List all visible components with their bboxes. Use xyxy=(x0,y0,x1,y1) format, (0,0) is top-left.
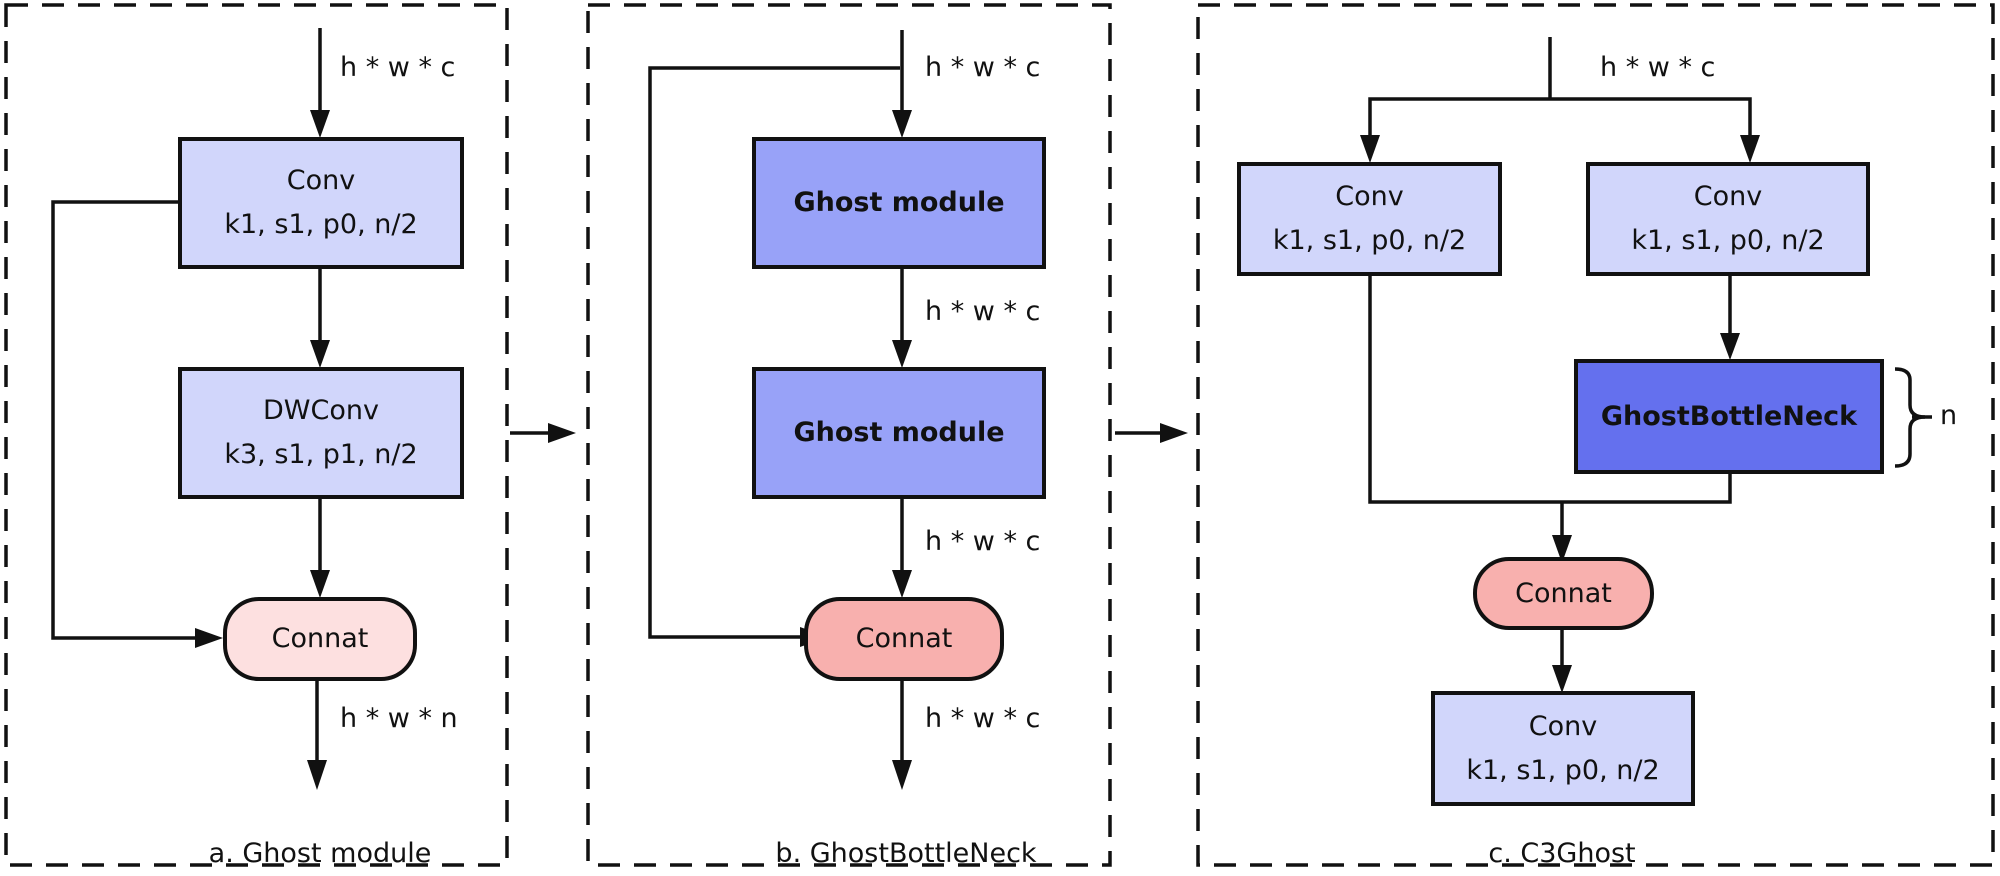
tensor-shape-label: h * w * c xyxy=(925,703,1041,734)
arrowhead xyxy=(1552,535,1572,563)
node-title: Ghost module xyxy=(793,417,1005,448)
node-title: GhostBottleNeck xyxy=(1600,400,1858,432)
node-title: Conv xyxy=(1335,181,1404,212)
arrowhead xyxy=(892,110,912,138)
arrowhead xyxy=(892,570,912,598)
node-title: Conv xyxy=(1528,710,1598,742)
node-params: k1, s1, p0, n/2 xyxy=(224,209,418,240)
arrowhead xyxy=(1160,423,1188,443)
panel-c-conv-output-node: Conv k1, s1, p0, n/2 xyxy=(1431,691,1695,806)
panel-a-dwconv-node: DWConv k3, s1, p1, n/2 xyxy=(178,367,464,499)
panel-a-connat-node: Connat xyxy=(223,597,417,681)
edge-a-skip xyxy=(51,200,200,640)
edge-c-merge xyxy=(1368,275,1732,504)
node-title: Conv xyxy=(1693,181,1763,212)
panel-c-ghostbottleneck-node: GhostBottleNeck xyxy=(1574,359,1884,474)
edge-b-skip xyxy=(648,66,900,639)
panel-c-border xyxy=(1196,3,1995,867)
node-params: k1, s1, p0, n/2 xyxy=(1272,225,1467,256)
arrowhead xyxy=(1740,135,1760,163)
arrowhead xyxy=(1360,135,1380,163)
arrowhead xyxy=(1720,333,1740,360)
panel-c-connat-node: Connat xyxy=(1473,557,1654,630)
node-title: Ghost module xyxy=(793,187,1005,218)
arrowhead xyxy=(195,628,223,648)
panel-a-conv-node: Conv k1, s1, p0, n/2 xyxy=(178,137,464,269)
arrowhead xyxy=(307,760,327,790)
arrowhead xyxy=(548,423,576,443)
arrowhead xyxy=(1552,665,1572,693)
node-params: k1, s1, p0, n/2 xyxy=(1466,754,1660,786)
arrowhead xyxy=(310,570,330,598)
node-params: k1, s1, p0, n/2 xyxy=(1631,225,1825,256)
panel-b-ghost-module-node: Ghost module xyxy=(752,367,1046,499)
panel-b-caption: b. GhostBottleNeck xyxy=(775,838,1037,869)
node-title: Conv xyxy=(286,165,356,196)
panel-c-caption: c. C3Ghost xyxy=(1488,838,1636,869)
tensor-shape-label: h * w * c xyxy=(340,52,456,83)
node-title: Connat xyxy=(855,623,953,654)
node-params: k3, s1, p1, n/2 xyxy=(224,439,418,470)
edge-c-split xyxy=(1368,97,1752,140)
panel-b-ghost-module-node: Ghost module xyxy=(752,137,1046,269)
tensor-shape-label: h * w * c xyxy=(1600,52,1716,83)
panel-c-conv-right-node: Conv k1, s1, p0, n/2 xyxy=(1586,162,1870,276)
node-title: Connat xyxy=(271,623,369,654)
repeat-count-label: n xyxy=(1940,400,1958,431)
tensor-shape-label: h * w * c xyxy=(925,526,1041,557)
node-title: Connat xyxy=(1515,577,1612,609)
tensor-shape-label: h * w * c xyxy=(925,296,1041,327)
node-title: DWConv xyxy=(263,395,379,426)
arrowhead xyxy=(892,760,912,790)
tensor-shape-label: h * w * n xyxy=(340,703,458,734)
tensor-shape-label: h * w * c xyxy=(925,52,1041,83)
arrowhead xyxy=(310,340,330,368)
arrowhead xyxy=(892,340,912,368)
panel-c-conv-left-node: Conv k1, s1, p0, n/2 xyxy=(1237,162,1502,276)
arrowhead xyxy=(310,110,330,138)
panel-b-connat-node: Connat xyxy=(804,597,1004,681)
panel-b-border xyxy=(586,3,1112,867)
panel-a-caption: a. Ghost module xyxy=(208,838,432,869)
